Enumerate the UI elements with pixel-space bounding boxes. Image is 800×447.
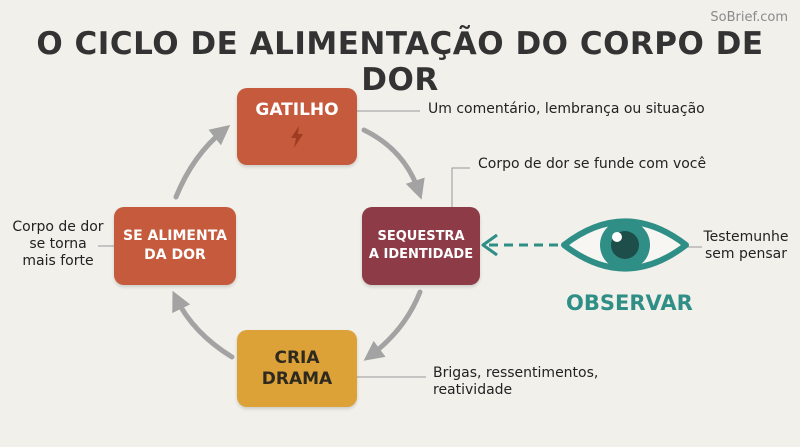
arrow-trigger-to-hijack bbox=[361, 127, 425, 200]
eye-icon bbox=[561, 218, 689, 272]
node-drama-label-line2: DRAMA bbox=[261, 368, 333, 389]
arrow-feeds-to-trigger bbox=[173, 124, 231, 200]
watermark: SoBrief.com bbox=[710, 10, 788, 25]
lightning-bolt-icon bbox=[291, 125, 303, 148]
note-drama-line2: reatividade bbox=[433, 382, 513, 398]
note-feeds-line2: se torna bbox=[29, 236, 87, 252]
note-observe-line2: sem pensar bbox=[705, 246, 787, 262]
node-feeds-label-line1: SE ALIMENTA bbox=[123, 228, 227, 244]
arrow-drama-to-feeds bbox=[172, 290, 235, 360]
observe-arrowhead bbox=[481, 233, 498, 257]
note-observe-line1: Testemunhe bbox=[703, 229, 789, 245]
node-feeds: SE ALIMENTA DA DOR bbox=[114, 207, 236, 285]
node-hijack-label-line2: A IDENTIDADE bbox=[368, 247, 474, 262]
node-trigger-label: GATILHO bbox=[255, 99, 339, 120]
note-feeds: Corpo de dor se torna mais forte bbox=[8, 219, 108, 270]
node-trigger: GATILHO bbox=[237, 88, 357, 165]
node-feeds-label-line2: DA DOR bbox=[144, 247, 206, 263]
node-hijack-label-line1: SEQUESTRA bbox=[377, 229, 465, 244]
note-drama-line1: Brigas, ressentimentos, bbox=[433, 365, 599, 381]
node-hijack: SEQUESTRA A IDENTIDADE bbox=[362, 207, 480, 285]
diagram-title: O CICLO DE ALIMENTAÇÃO DO CORPO DE DOR bbox=[36, 26, 764, 98]
observe-label: OBSERVAR bbox=[566, 291, 693, 315]
note-observe: Testemunhe sem pensar bbox=[696, 229, 796, 263]
node-drama: CRIA DRAMA bbox=[237, 330, 357, 407]
note-drama: Brigas, ressentimentos, reatividade bbox=[433, 365, 598, 399]
arrow-hijack-to-drama bbox=[363, 289, 423, 361]
note-feeds-line3: mais forte bbox=[22, 253, 94, 269]
node-drama-label-line1: CRIA bbox=[274, 347, 320, 368]
leader-hijack bbox=[451, 167, 470, 207]
note-feeds-line1: Corpo de dor bbox=[12, 219, 104, 235]
note-trigger: Um comentário, lembrança ou situação bbox=[428, 101, 705, 117]
note-hijack: Corpo de dor se funde com você bbox=[478, 156, 707, 172]
